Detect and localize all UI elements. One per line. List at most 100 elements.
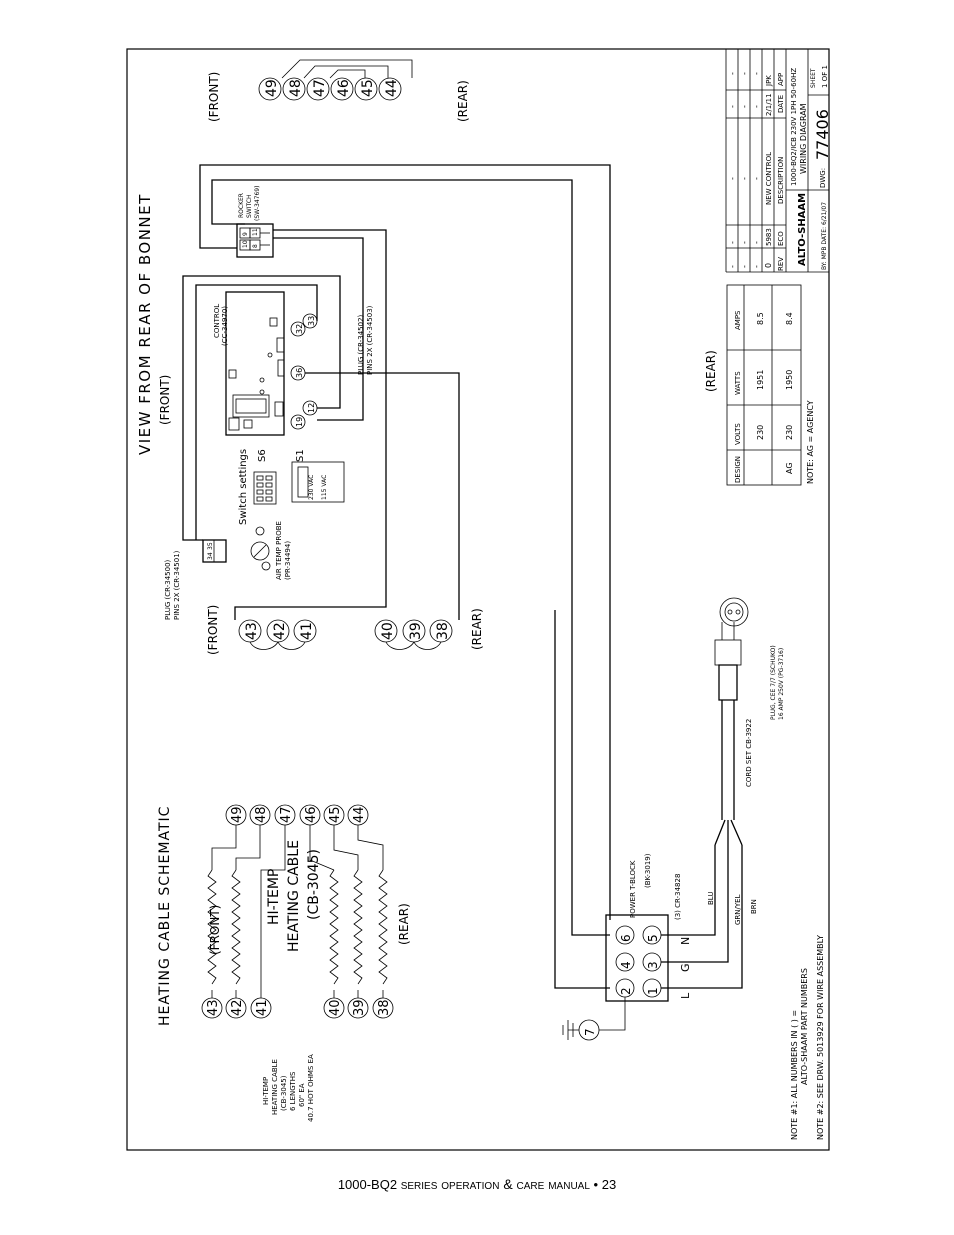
terminal-45: 45 [328,806,343,823]
terminal-row-top: 49 48 47 46 45 44 [258,59,413,101]
terminal-46: 46 [304,806,319,823]
app-cell: - [728,72,737,75]
terminal-43: 43 [206,999,221,1016]
rear-label-table: (REAR) [704,350,718,392]
footer-model: 1000-BQ2 [337,1177,398,1192]
side-note-1: HI-TEMP [262,1077,270,1105]
footer-bullet: • [593,1177,599,1192]
terminal-38: 38 [377,999,392,1016]
date-header: DATE [777,95,785,113]
agency-note: NOTE: AG = AGENCY [806,400,815,484]
control-terminals: 32 33 36 19 12 [290,313,318,430]
amps-cell: 8.5 [756,312,765,325]
terminal-41: 41 [299,622,315,640]
model-text: 1000-BQ2/ICB 230V 1PH 50-60HZ [790,68,798,186]
rocker-switch: 9 11 10 8 ROCKER SWITCH (SW-34769) [236,186,274,258]
page-footer: 1000-BQ2 series operation & care manual … [0,1176,954,1192]
vac-115-label: 115 VAC [321,475,328,500]
hi-temp-label-3: (CB-3045) [306,849,322,920]
volts-cell: 230 [785,425,794,440]
volts-header: VOLTS [734,423,742,445]
date-cell: - [728,105,737,108]
letter-n: N [679,937,692,945]
cr-34828-label: (3) CR-34828 [674,874,682,920]
date-cell: 2/1/11 [765,93,773,116]
note-1-line-2: ALTO-SHAAM PART NUMBERS [800,968,809,1085]
control-board: CONTROL (CC-34970) [213,291,285,436]
note-2: NOTE #2: SEE DRW. 5013929 FOR WIRE ASSEM… [816,935,825,1140]
front-label-top: (FRONT) [158,375,172,425]
terminal-33: 33 [307,316,316,326]
tblock-label-2: (BK-3019) [644,853,652,888]
sheet-value: 1 OF 1 [821,65,829,88]
rocker-terminal-11: 11 [252,228,259,236]
plug-cord-label-1: PLUG, CEE 7/7 (SCHUKO) [770,645,777,720]
side-note-3: (CB-3045) [280,1075,288,1111]
cord-wires: BLU GRN/YEL BRN CORD SET CB-3922 [661,700,758,989]
terminal-47: 47 [312,79,328,97]
design-cell: AG [785,462,794,474]
wire-blu: BLU [707,892,715,905]
date-cell: - [752,105,761,108]
terminal-49: 49 [230,806,245,823]
rev-cell: 0 [764,263,773,268]
terminal-44: 44 [384,79,400,97]
tblock-terminal-6: 6 [619,934,633,942]
footer-page-number: 23 [601,1177,617,1192]
control-label: CONTROL [213,304,221,338]
tblock-terminal-5: 5 [646,934,660,942]
design-table: DESIGN VOLTS WATTS AMPS 230 1951 8.5 AG … [726,284,815,486]
plug-pin-34: 34 [207,552,214,560]
rocker-terminal-8: 8 [252,244,259,248]
eco-cell: - [728,241,737,244]
plug-left-label-2: PINS 2X (CR-34501) [173,550,181,620]
terminal-41: 41 [255,999,270,1016]
wires [182,164,611,989]
watts-cell: 1950 [785,370,794,390]
plug-cord-label-2: 16 AMP 250V (PG-3716) [778,648,785,720]
eco-cell: - [752,241,761,244]
tblock-terminal-4: 4 [619,961,633,969]
tblock-terminal-2: 2 [619,987,633,995]
date-cell: - [740,105,749,108]
plug-label-top-1: PLUG (CR-34502) [357,314,365,375]
ground-terminal-7: 7 [583,1028,597,1036]
watts-cell: 1951 [756,370,765,390]
front-label-mid: (FRONT) [206,605,220,655]
terminal-40: 40 [380,622,396,640]
tblock-label-1: POWER T-BLOCK [629,860,637,918]
app-cell: - [740,72,749,75]
letter-l: L [679,992,692,999]
terminal-39: 39 [352,999,367,1016]
heating-cable-notes: HI-TEMP HEATING CABLE (CB-3045) 6 LENGTH… [262,1054,315,1122]
dwg-label: DWG: [819,168,827,188]
s6-label: S6 [257,449,268,462]
rev-header: REV [777,257,785,271]
side-note-5: 60" EA [298,1083,306,1107]
eco-cell: 5983 [765,228,773,246]
side-note-4: 6 LENGTHS [289,1071,297,1111]
rev-cell: - [752,265,761,268]
hi-temp-label-1: HI-TEMP [266,869,282,925]
plug-label-top-2: PINS 2X (CR-34503) [366,305,374,375]
rocker-terminal-10: 10 [242,240,249,248]
terminal-38: 38 [435,622,451,640]
volts-cell: 230 [756,425,765,440]
footer-text: series operation & care manual [400,1176,590,1192]
description-header: DESCRIPTION [777,157,785,204]
app-cell: - [752,72,761,75]
eco-cell: - [740,241,749,244]
terminal-42: 42 [272,622,288,640]
title-block: - - - - - - - - - - - - - - - 0 5983 NEW… [725,49,832,273]
terminal-44: 44 [352,806,367,823]
terminal-48: 48 [254,806,269,823]
terminal-43: 43 [244,622,260,640]
watts-header: WATTS [734,371,742,395]
side-note-2: HEATING CABLE [271,1059,279,1115]
s1-label: S1 [295,449,306,462]
plug-left: 34 35 PLUG (CR-34500) PINS 2X (CR-34501) [164,539,227,620]
main-title: VIEW FROM REAR OF BONNET [136,193,154,455]
terminal-39: 39 [408,622,424,640]
rocker-label-2: SWITCH [246,194,253,218]
heating-schematic-title: HEATING CABLE SCHEMATIC [157,806,173,1026]
